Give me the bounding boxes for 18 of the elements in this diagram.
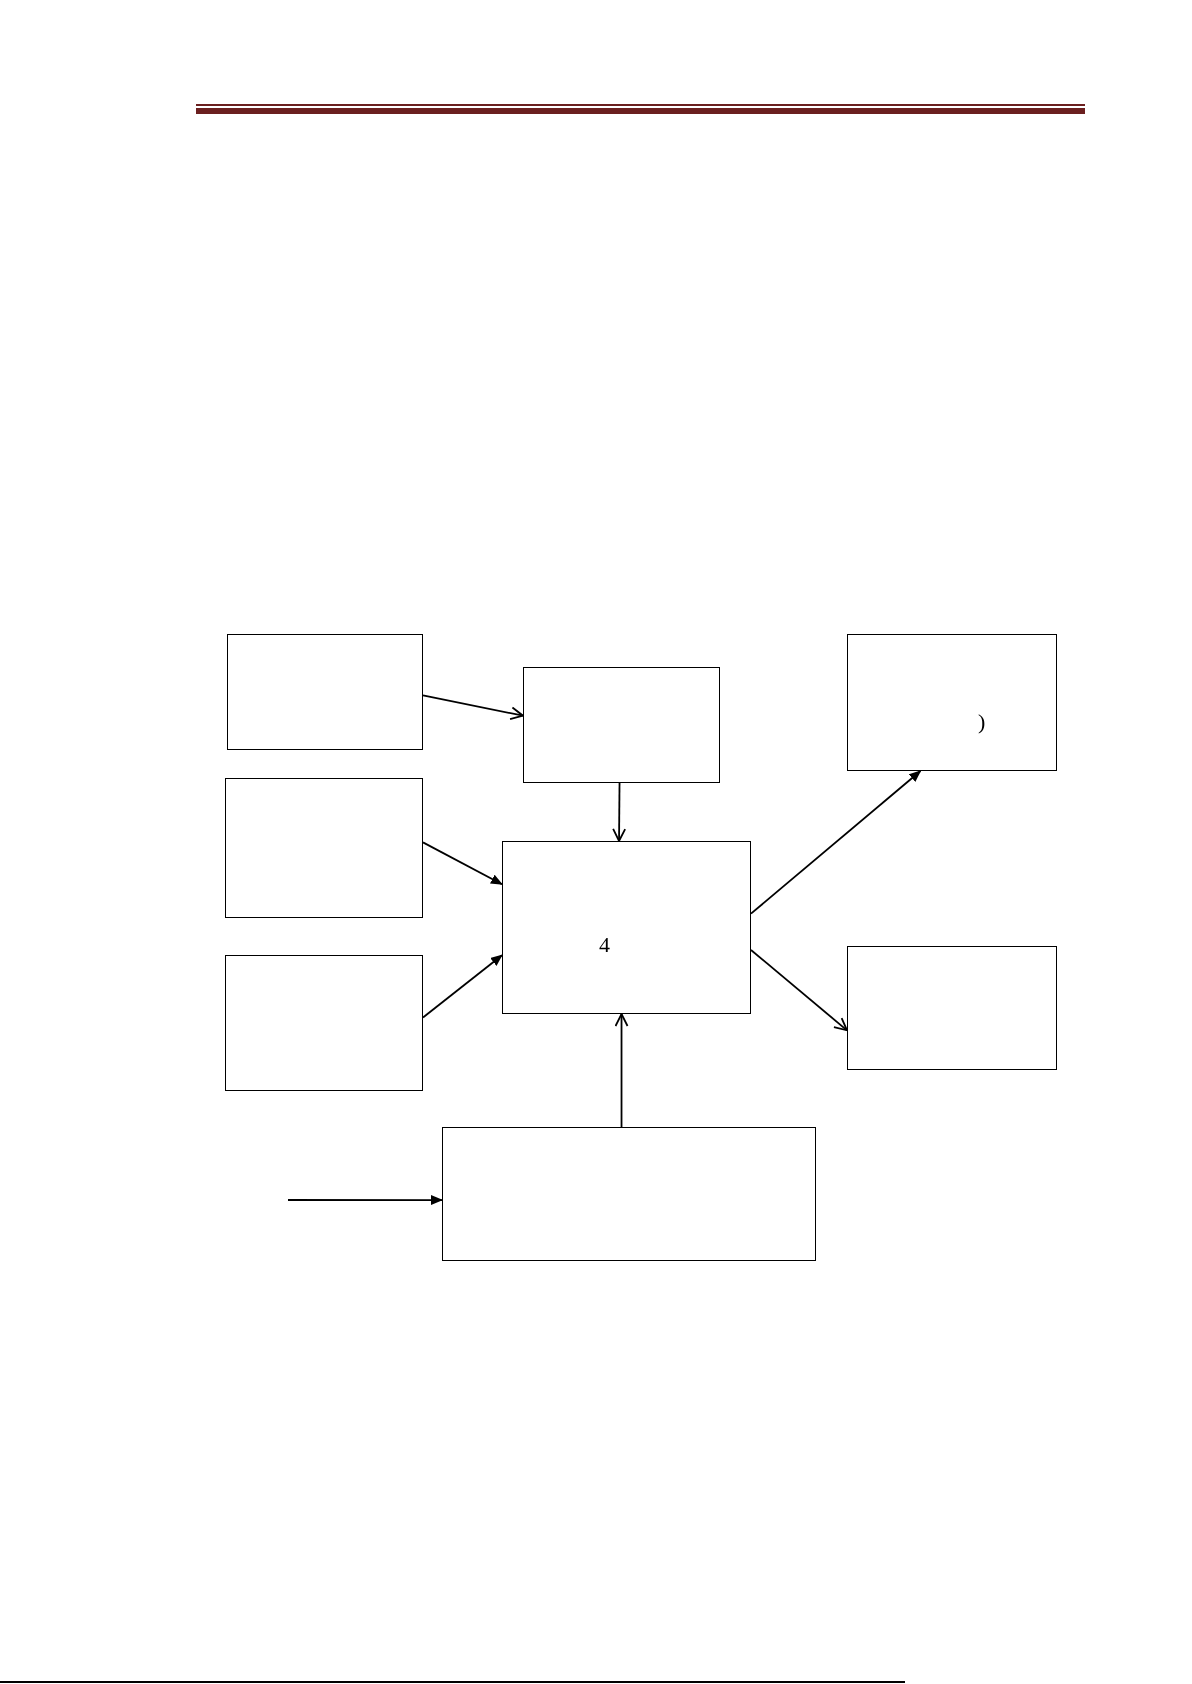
process-box [847,946,1057,1070]
arrow [422,841,503,886]
process-box [847,634,1057,771]
process-box [502,841,751,1014]
process-box [225,955,423,1091]
arrow [612,782,627,842]
box-label: ) [978,710,986,734]
process-box [523,667,720,783]
arrow [750,770,922,915]
process-box [227,634,423,750]
arrow [422,954,503,1019]
box-label: 4 [599,933,610,957]
process-box [225,778,423,918]
arrow [287,1195,443,1206]
arrow [614,1013,629,1128]
arrow [750,949,848,1032]
arrow [422,694,524,721]
process-box [442,1127,816,1261]
